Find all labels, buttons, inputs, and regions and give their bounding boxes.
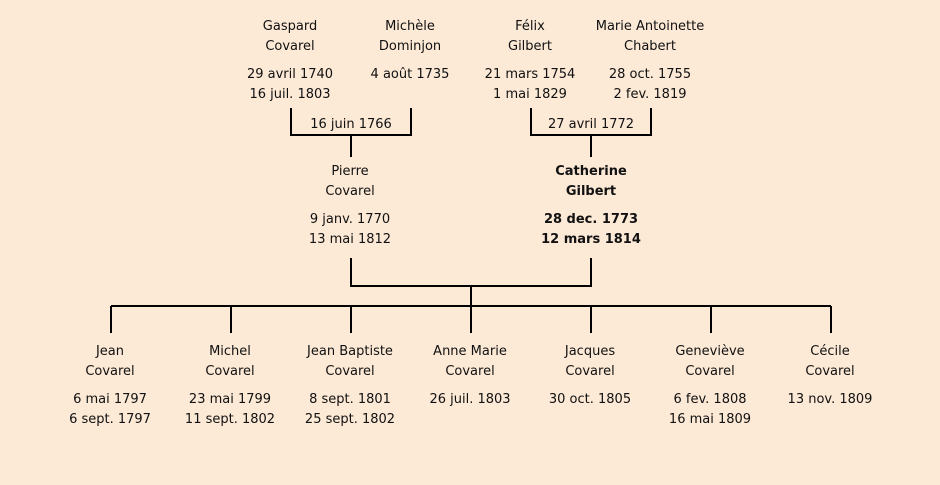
birth-date: 6 fev. 1808 — [673, 392, 747, 407]
person-marie-antoinette-chabert[interactable]: Marie Antoinette Chabert 28 oct. 1755 2 … — [596, 17, 705, 105]
last-name: Covarel — [685, 364, 735, 379]
person-genevieve-covarel[interactable]: Geneviève Covarel 6 fev. 1808 16 mai 180… — [669, 342, 751, 430]
last-name: Covarel — [325, 364, 375, 379]
last-name: Covarel — [805, 364, 855, 379]
person-anne-marie-covarel[interactable]: Anne Marie Covarel 26 juil. 1803 — [429, 342, 510, 410]
last-name: Chabert — [624, 39, 676, 54]
last-name: Covarel — [265, 39, 315, 54]
first-name: Catherine — [555, 164, 627, 179]
marriage-bracket-gilbert — [530, 108, 652, 157]
first-name: Jean — [95, 344, 125, 359]
death-date: 25 sept. 1802 — [304, 412, 396, 427]
first-name: Michèle — [385, 19, 435, 34]
first-name: Pierre — [331, 164, 369, 179]
first-name: Gaspard — [262, 19, 318, 34]
birth-date: 13 nov. 1809 — [787, 392, 873, 407]
last-name: Covarel — [325, 184, 375, 199]
last-name: Covarel — [565, 364, 615, 379]
marriage-bracket-parents — [350, 258, 592, 306]
marriage-bracket-covarel — [290, 108, 412, 157]
first-name: Marie Antoinette — [595, 19, 705, 34]
birth-date: 29 avril 1740 — [246, 67, 334, 82]
death-date: 6 sept. 1797 — [69, 412, 151, 427]
person-gaspard-covarel[interactable]: Gaspard Covarel 29 avril 1740 16 juil. 1… — [247, 17, 333, 105]
first-name: Jean Baptiste — [307, 344, 393, 359]
death-date: 13 mai 1812 — [308, 232, 392, 247]
birth-date: 4 août 1735 — [370, 67, 450, 82]
first-name: Michel — [209, 344, 251, 359]
marriage-date-covarel: 16 juin 1766 — [310, 117, 392, 132]
death-date: 1 mai 1829 — [493, 87, 567, 102]
birth-date: 8 sept. 1801 — [309, 392, 391, 407]
death-date: 11 sept. 1802 — [184, 412, 276, 427]
last-name: Covarel — [85, 364, 135, 379]
death-date: 2 fev. 1819 — [613, 87, 687, 102]
last-name: Covarel — [205, 364, 255, 379]
birth-date: 28 oct. 1755 — [608, 67, 692, 82]
birth-date: 26 juil. 1803 — [429, 392, 511, 407]
person-pierre-covarel[interactable]: Pierre Covarel 9 janv. 1770 13 mai 1812 — [309, 162, 391, 250]
marriage-date-gilbert: 27 avril 1772 — [547, 117, 635, 132]
birth-date: 23 mai 1799 — [188, 392, 272, 407]
person-jacques-covarel[interactable]: Jacques Covarel 30 oct. 1805 — [549, 342, 631, 410]
first-name: Anne Marie — [433, 344, 507, 359]
birth-date: 30 oct. 1805 — [548, 392, 632, 407]
person-jean-baptiste-covarel[interactable]: Jean Baptiste Covarel 8 sept. 1801 25 se… — [305, 342, 395, 430]
children-bar — [110, 305, 832, 333]
last-name: Dominjon — [378, 39, 442, 54]
last-name: Covarel — [445, 364, 495, 379]
last-name: Gilbert — [507, 39, 552, 54]
person-jean-covarel[interactable]: Jean Covarel 6 mai 1797 6 sept. 1797 — [69, 342, 151, 430]
birth-date: 6 mai 1797 — [73, 392, 147, 407]
first-name: Cécile — [810, 344, 850, 359]
first-name: Jacques — [564, 344, 616, 359]
person-michele-dominjon[interactable]: Michèle Dominjon 4 août 1735 — [371, 17, 450, 85]
person-cecile-covarel[interactable]: Cécile Covarel 13 nov. 1809 — [788, 342, 873, 410]
person-michel-covarel[interactable]: Michel Covarel 23 mai 1799 11 sept. 1802 — [185, 342, 275, 430]
first-name: Félix — [515, 19, 545, 34]
birth-date: 21 mars 1754 — [484, 67, 576, 82]
death-date: 16 mai 1809 — [668, 412, 752, 427]
last-name: Gilbert — [565, 184, 617, 199]
first-name: Geneviève — [675, 344, 745, 359]
death-date: 12 mars 1814 — [541, 232, 641, 247]
birth-date: 28 dec. 1773 — [543, 212, 639, 227]
birth-date: 9 janv. 1770 — [309, 212, 391, 227]
person-felix-gilbert[interactable]: Félix Gilbert 21 mars 1754 1 mai 1829 — [485, 17, 576, 105]
person-catherine-gilbert[interactable]: Catherine Gilbert 28 dec. 1773 12 mars 1… — [541, 162, 641, 250]
death-date: 16 juil. 1803 — [249, 87, 331, 102]
